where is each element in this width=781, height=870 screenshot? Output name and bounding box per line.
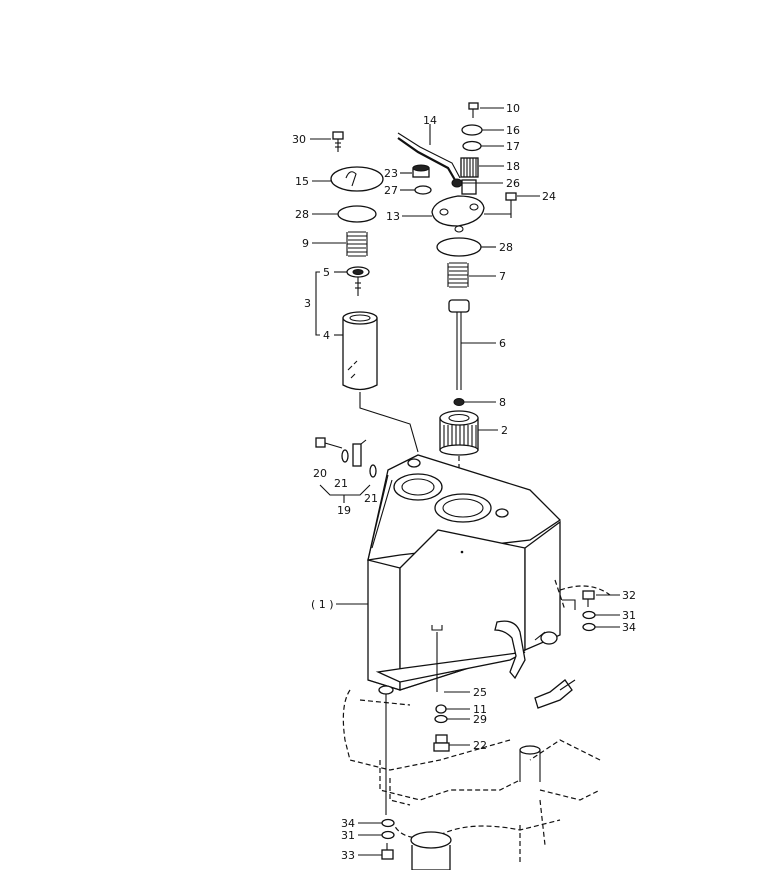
label-part-3: 3 xyxy=(304,297,311,310)
label-part-10: 10 xyxy=(506,102,520,115)
label-part-33: 33 xyxy=(341,849,355,862)
label-part-6: 6 xyxy=(499,337,506,350)
label-part-17: 17 xyxy=(506,140,520,153)
label-part-2: 2 xyxy=(501,424,508,437)
washer-34-bottom xyxy=(381,818,395,828)
filter-element-2 xyxy=(439,410,479,456)
label-part-13: 13 xyxy=(386,210,400,223)
label-part-14: 14 xyxy=(423,114,437,127)
label-part-31-right: 31 xyxy=(622,609,636,622)
label-part-15: 15 xyxy=(295,175,309,188)
valve-5 xyxy=(346,266,370,296)
spring-9 xyxy=(346,231,368,257)
bolt-32 xyxy=(582,590,595,607)
cap-16 xyxy=(461,124,483,136)
bolt-30 xyxy=(332,131,344,152)
label-part-18: 18 xyxy=(506,160,520,173)
label-part-30: 30 xyxy=(292,133,306,146)
o-ring-29 xyxy=(434,714,448,724)
label-part-34-bottom: 34 xyxy=(341,817,355,830)
label-part-21-b: 21 xyxy=(364,492,378,505)
washer-34-right xyxy=(582,622,596,632)
label-part-26: 26 xyxy=(506,177,520,190)
label-part-21-a: 21 xyxy=(334,477,348,490)
fitting-26 xyxy=(451,178,463,188)
pipe-14 xyxy=(397,132,461,181)
label-part-24: 24 xyxy=(542,190,556,203)
label-part-31-bottom: 31 xyxy=(341,829,355,842)
bolt-24 xyxy=(484,192,517,218)
plug-11 xyxy=(435,704,447,714)
label-part-1: ( 1 ) xyxy=(311,598,334,611)
valve-rod-6 xyxy=(448,299,470,390)
cover-13 xyxy=(431,179,485,233)
washer-31-right xyxy=(582,610,596,620)
label-part-20: 20 xyxy=(313,467,327,480)
strainer-18 xyxy=(460,157,479,178)
label-part-4: 4 xyxy=(323,329,330,342)
label-part-9: 9 xyxy=(302,237,309,250)
label-part-5: 5 xyxy=(323,266,330,279)
bolt-20 xyxy=(315,437,343,449)
label-part-23: 23 xyxy=(384,167,398,180)
washer-31-bottom xyxy=(381,830,395,840)
spring-7 xyxy=(447,262,469,288)
label-part-8: 8 xyxy=(499,396,506,409)
label-part-7: 7 xyxy=(499,270,506,283)
label-part-29: 29 xyxy=(473,713,487,726)
label-part-28-left: 28 xyxy=(295,208,309,221)
guide-line-4-to-port xyxy=(359,392,419,453)
label-part-34-right: 34 xyxy=(622,621,636,634)
nut-8 xyxy=(453,398,465,406)
label-part-27: 27 xyxy=(384,184,398,197)
machine-frame xyxy=(342,579,611,870)
guide-line-right-bolts xyxy=(562,599,576,610)
label-part-25: 25 xyxy=(473,686,487,699)
leader-lines xyxy=(310,107,620,856)
label-part-22: 22 xyxy=(473,739,487,752)
o-ring-28-left xyxy=(337,205,377,223)
label-part-11: 11 xyxy=(473,703,487,716)
filter-element-4 xyxy=(342,311,378,391)
label-part-32: 32 xyxy=(622,589,636,602)
washer-21-a xyxy=(341,449,349,463)
cover-15 xyxy=(330,166,384,192)
bracket-19 xyxy=(352,439,367,467)
bolt-10 xyxy=(468,102,479,118)
drain-plug-22 xyxy=(433,734,450,752)
washer-21-b xyxy=(369,464,377,478)
o-ring-17 xyxy=(462,140,482,152)
washer-27 xyxy=(414,185,432,195)
label-part-28-right: 28 xyxy=(499,241,513,254)
plug-23 xyxy=(412,164,430,178)
o-ring-28-right xyxy=(436,237,482,257)
bolt-33 xyxy=(381,843,394,860)
tank-body-1 xyxy=(367,454,562,691)
label-part-16: 16 xyxy=(506,124,520,137)
label-part-19: 19 xyxy=(337,504,351,517)
